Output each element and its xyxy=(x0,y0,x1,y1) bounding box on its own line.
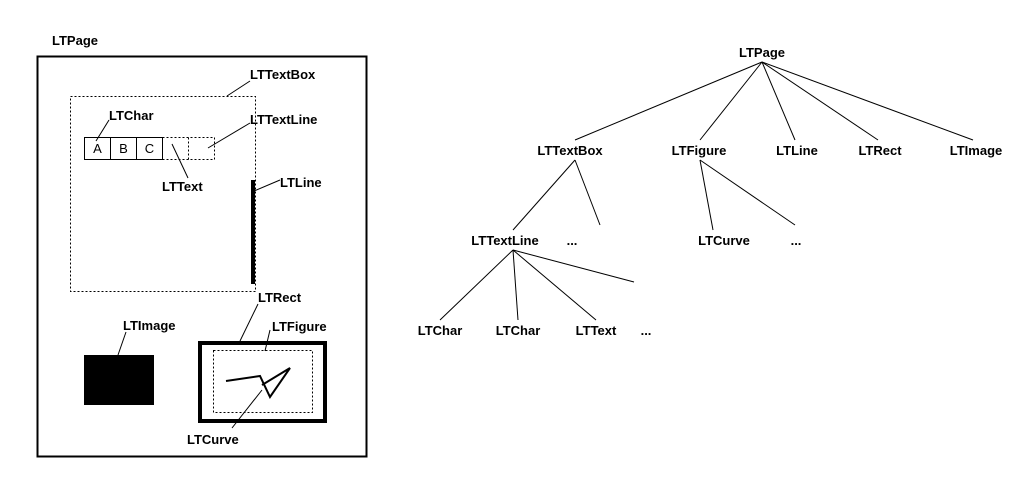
tree-edges xyxy=(439,61,974,321)
edge-textline-char2 xyxy=(512,249,519,321)
char-cells: A B C xyxy=(84,137,215,160)
tree-node-text: LTText xyxy=(576,323,617,338)
edge-textbox-more xyxy=(574,159,601,226)
char-leader xyxy=(95,119,110,142)
rect-shape xyxy=(198,341,327,423)
page-frame xyxy=(36,55,368,458)
textline-leader xyxy=(207,122,251,149)
tree-node-line: LTLine xyxy=(776,143,818,158)
curve-leader xyxy=(231,389,263,429)
tree-node-textbox-more: ... xyxy=(567,233,578,248)
edge-page-rect xyxy=(761,61,879,141)
edge-page-line xyxy=(761,61,796,141)
image-shape xyxy=(84,355,154,405)
edge-figure-more xyxy=(699,159,796,226)
page-label: LTPage xyxy=(52,33,98,48)
text-leader xyxy=(171,143,189,179)
tree-node-curve: LTCurve xyxy=(698,233,750,248)
curve-label: LTCurve xyxy=(187,432,239,447)
text-label: LTText xyxy=(162,179,203,194)
rect-label: LTRect xyxy=(258,290,302,305)
figure-frame xyxy=(213,350,313,413)
edge-textbox-textline xyxy=(512,159,576,231)
char-cell-b: B xyxy=(119,141,128,156)
edge-page-image xyxy=(761,61,974,141)
textbox-leader xyxy=(226,80,251,97)
char-label: LTChar xyxy=(109,108,154,123)
edge-figure-curve xyxy=(699,159,714,231)
edge-page-textbox xyxy=(574,61,763,141)
layout-diagram: LTPage LTTextBox A B C LTChar LTTextLine… xyxy=(36,33,368,458)
tree-node-rect: LTRect xyxy=(858,143,902,158)
line-leader xyxy=(253,179,281,192)
char-cell-a: A xyxy=(93,141,102,156)
line-label: LTLine xyxy=(280,175,322,190)
tree-node-image: LTImage xyxy=(950,143,1003,158)
curve-shape xyxy=(225,367,291,399)
textbox-frame xyxy=(70,96,256,292)
edge-textline-char1 xyxy=(439,249,514,321)
textline-dotted-tail xyxy=(162,137,215,160)
tree-node-figure: LTFigure xyxy=(672,143,727,158)
figure-leader xyxy=(264,329,271,352)
tree-node-root: LTPage xyxy=(739,45,785,60)
image-label: LTImage xyxy=(123,318,176,333)
tree-node-char-2: LTChar xyxy=(496,323,541,338)
object-tree: LTPage LTTextBox LTFigure LTLine LTRect … xyxy=(418,45,1003,338)
edge-page-figure xyxy=(699,61,763,141)
tree-node-textbox: LTTextBox xyxy=(537,143,603,158)
rect-leader xyxy=(239,303,259,342)
tree-node-figure-more: ... xyxy=(791,233,802,248)
tree-node-char-1: LTChar xyxy=(418,323,463,338)
tree-node-textline-more: ... xyxy=(641,323,652,338)
textbox-label: LTTextBox xyxy=(250,67,316,82)
edge-textline-more xyxy=(512,249,635,283)
edge-textline-text xyxy=(512,249,597,321)
char-cell-c: C xyxy=(145,141,154,156)
figure-label: LTFigure xyxy=(272,319,327,334)
textline-label: LTTextLine xyxy=(250,112,317,127)
image-leader xyxy=(117,331,127,356)
tree-node-textline: LTTextLine xyxy=(471,233,538,248)
